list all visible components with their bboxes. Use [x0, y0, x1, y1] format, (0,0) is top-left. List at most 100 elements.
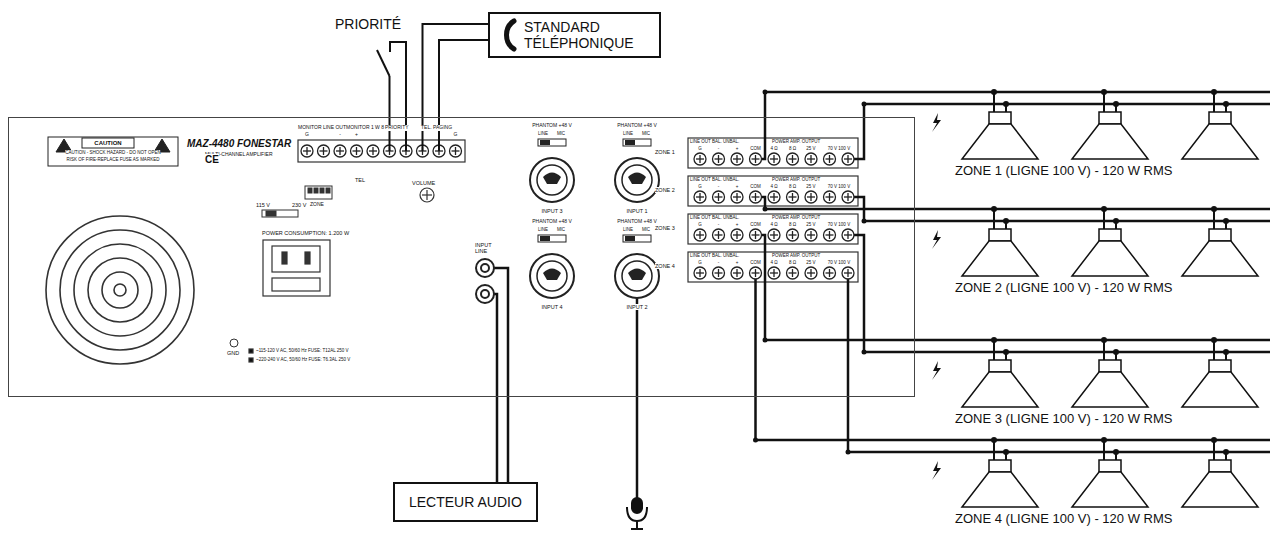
drawing-stroke [1101, 437, 1107, 443]
drawing-stroke [1003, 449, 1009, 455]
volume-knob [426, 190, 427, 200]
voltage-selector [262, 210, 298, 217]
switch-label: LINE [538, 227, 548, 232]
speaker-line [848, 197, 1270, 221]
drawing-stroke [991, 337, 997, 343]
drawing-stroke [1003, 349, 1009, 355]
drawing-stroke [792, 269, 793, 277]
dip-switch [305, 186, 332, 199]
drawing-stroke [773, 155, 774, 163]
loudspeaker-symbol [989, 460, 1011, 472]
dip-switch [305, 186, 332, 199]
lightning-symbol [932, 461, 941, 480]
switch-label: LINE [623, 131, 633, 136]
drawing-stroke [847, 269, 848, 277]
zone-terminal-block [688, 214, 858, 244]
drawing-stroke [862, 102, 867, 107]
drawing-stroke [540, 236, 550, 241]
iec-power-inlet [249, 349, 253, 353]
switch-label: MIC [557, 227, 565, 232]
screw-terminal [713, 267, 725, 279]
phantom-label: PHANTOM +48 V [532, 123, 572, 129]
pin-name: COM [750, 146, 761, 151]
voltage-selector [262, 210, 298, 217]
zone-number: ZONE 2 [655, 187, 675, 193]
drawing-stroke [356, 147, 357, 155]
drawing-stroke [699, 155, 700, 163]
pin-name: - [718, 260, 720, 265]
speaker-line [848, 104, 1270, 159]
drawing-stroke [755, 231, 756, 239]
drawing-stroke [773, 269, 774, 277]
speaker-line [756, 273, 1270, 440]
drawing-stroke [736, 269, 737, 277]
pin-name: 8 Ω [789, 260, 796, 265]
pin-name: 70 V 100 V [828, 222, 850, 227]
drawing-stroke [763, 207, 768, 212]
iec-power-inlet [249, 358, 253, 362]
screw-terminal [824, 153, 836, 165]
drawing-stroke [991, 437, 997, 443]
xlr-inputs [530, 139, 659, 298]
screw-terminal [768, 153, 780, 165]
drawing-stroke [628, 269, 646, 281]
pin-name: - [718, 146, 720, 151]
iec-power-inlet [282, 252, 287, 264]
voltage-label: 230 V [292, 202, 306, 208]
caution-text: CAUTION - SHOCK HAZARD - DO NOT OPEN [65, 150, 160, 155]
drawing-stroke [699, 269, 700, 277]
rca-jacks [476, 285, 494, 303]
drawing-stroke [1113, 449, 1119, 455]
xlr-jack [615, 254, 659, 298]
pin-name: 25 V [806, 184, 815, 189]
pin-name: COM [750, 184, 761, 189]
xlr-jack [530, 158, 574, 202]
drawing-stroke [755, 155, 756, 163]
connection-wire [507, 397, 510, 482]
loudspeaker-symbol [989, 229, 1011, 241]
screw-terminal [367, 145, 379, 157]
screw-terminal [750, 191, 762, 203]
screw-terminal [787, 153, 799, 165]
drawing-stroke [810, 193, 811, 201]
drawing-stroke [736, 193, 737, 201]
drawing-stroke [755, 193, 756, 201]
ce-mark: CE [205, 154, 219, 166]
drawing-stroke [455, 147, 456, 155]
caution-sticker [48, 137, 178, 166]
terminal-label: MONITOR LINE OUT [298, 125, 346, 131]
switch-label: MIC [557, 131, 565, 136]
screw-terminal [750, 229, 762, 241]
microphone-symbol [627, 507, 647, 521]
terminal-label: PRIORITY [385, 125, 409, 131]
drawing-stroke [718, 193, 719, 201]
priority-switch [377, 42, 406, 151]
drawing-stroke [1223, 101, 1229, 107]
input-label: INPUT 1 [627, 208, 648, 214]
screw-terminal [351, 145, 363, 157]
drawing-stroke [699, 193, 700, 201]
screw-terminal [694, 191, 706, 203]
telephone-exchange-box: STANDARD TÉLÉPHONIQUE [488, 12, 661, 58]
pin-name: - [339, 132, 341, 138]
switch-label: MIC [642, 131, 650, 136]
screw-terminal [842, 191, 854, 203]
screw-terminal [842, 153, 854, 165]
screw-terminal [805, 153, 817, 165]
microphone-symbol [636, 521, 638, 529]
rca-jacks [481, 264, 489, 272]
drawing-stroke [810, 269, 811, 277]
telephone-wire [439, 40, 488, 151]
drawing-stroke [736, 155, 737, 163]
control-label: VOLUME [412, 180, 435, 186]
drawing-stroke [543, 173, 561, 185]
iec-power-inlet [249, 240, 330, 362]
microphone-symbol [627, 498, 647, 529]
zone-caption: ZONE 2 (LIGNE 100 V) - 120 W RMS [955, 281, 1172, 296]
screw-terminal [694, 267, 706, 279]
switch-label: MIC [642, 227, 650, 232]
priority-switch [377, 50, 390, 76]
loudspeaker-symbol [1209, 360, 1231, 372]
drawing-stroke [625, 140, 635, 145]
